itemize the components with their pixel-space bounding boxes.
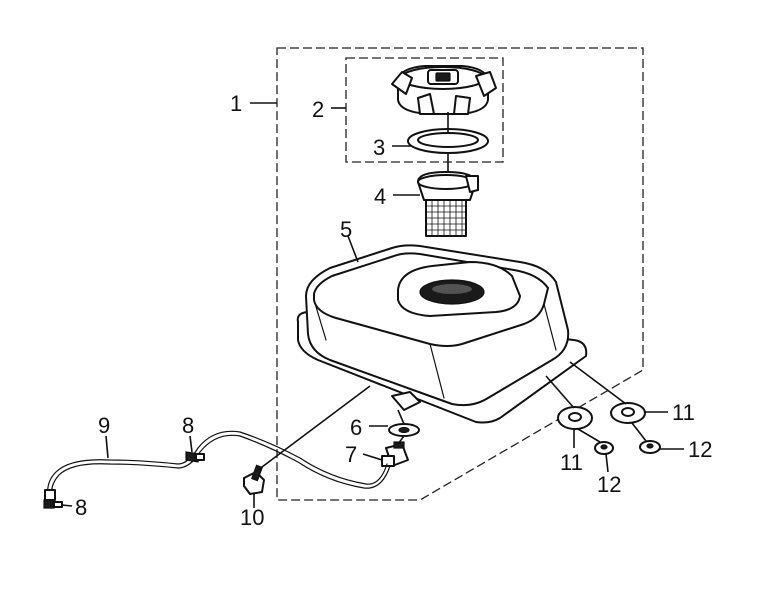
cap-subassembly-boundary	[345, 57, 504, 163]
label-part-12-left: 12	[597, 472, 621, 497]
label-part-12-right: 12	[688, 437, 712, 462]
label-part-8-upper: 8	[182, 413, 194, 438]
fuel-tap-drawing[interactable]	[381, 441, 409, 467]
label-part-6: 6	[350, 415, 362, 440]
leader-lines	[61, 102, 684, 508]
label-part-11-right: 11	[672, 400, 695, 425]
label-part-3: 3	[373, 135, 385, 160]
label-part-7: 7	[345, 442, 357, 467]
tank-bolt-drawing[interactable]	[243, 464, 265, 495]
fuel-strainer-drawing[interactable]	[417, 171, 479, 237]
label-part-11-left: 11	[560, 450, 583, 475]
collar-right-drawing[interactable]	[639, 440, 661, 454]
label-part-2: 2	[312, 97, 324, 122]
label-part-10: 10	[240, 505, 264, 530]
fuel-cap-drawing[interactable]	[391, 65, 497, 115]
label-part-8-lower: 8	[75, 495, 87, 520]
assembly-boundary	[276, 47, 644, 501]
label-part-1: 1	[230, 91, 242, 116]
label-part-9: 9	[98, 413, 110, 438]
rubber-washer-right-drawing[interactable]	[610, 402, 646, 424]
tap-gasket-drawing[interactable]	[388, 423, 420, 437]
fuel-hose-drawing[interactable]	[44, 430, 391, 501]
fuel-tank-drawing[interactable]	[296, 244, 588, 424]
collar-left-drawing[interactable]	[594, 441, 614, 455]
hose-clip-lower-drawing[interactable]	[43, 499, 63, 509]
label-part-5: 5	[340, 217, 352, 242]
part-labels: 1 2 3 4 5 6 7 8 8 9 10 11 11 12 12	[75, 91, 712, 530]
rubber-washer-left-drawing[interactable]	[557, 406, 593, 430]
hose-clip-upper-drawing[interactable]	[185, 451, 205, 463]
label-part-4: 4	[374, 184, 386, 209]
